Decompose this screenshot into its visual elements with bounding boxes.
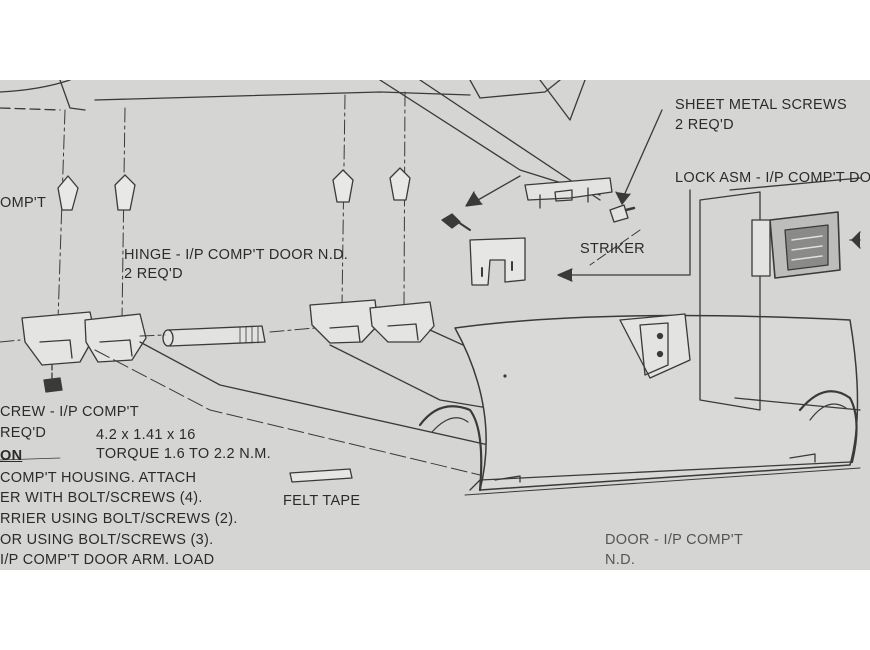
hinge-qty-label: 2 REQ'D xyxy=(124,266,183,282)
instruction-line-3: RRIER USING BOLT/SCREWS (2). xyxy=(0,511,238,527)
door-nd-label: N.D. xyxy=(605,552,636,568)
diagram-photo: SHEET METAL SCREWS 2 REQ'D LOCK ASM - I/… xyxy=(0,80,870,570)
felt-tape-label: FELT TAPE xyxy=(283,493,361,509)
striker-label: STRIKER xyxy=(580,241,645,257)
door-label: DOOR - I/P COMP'T xyxy=(605,532,744,548)
torque-label: TORQUE 1.6 TO 2.2 N.M. xyxy=(96,446,272,462)
instruction-line-4: OR USING BOLT/SCREWS (3). xyxy=(0,532,214,548)
hinge-label: HINGE - I/P COMP'T DOOR N.D. xyxy=(124,247,349,263)
exploded-view-drawing xyxy=(0,80,861,496)
sheet-metal-screws-label: SHEET METAL SCREWS xyxy=(675,97,847,113)
screw-qty-label: REQ'D xyxy=(0,425,47,441)
sheet-metal-screws-qty: 2 REQ'D xyxy=(675,117,734,133)
instructions-heading: ON xyxy=(0,448,23,464)
screw-spec-label: 4.2 x 1.41 x 16 xyxy=(96,427,196,443)
instruction-line-1: COMP'T HOUSING. ATTACH xyxy=(0,470,197,486)
comp-t-fragment-label: OMP'T xyxy=(0,195,47,211)
instruction-line-2: ER WITH BOLT/SCREWS (4). xyxy=(0,490,203,506)
instruction-line-5: I/P COMP'T DOOR ARM. LOAD xyxy=(0,552,215,568)
lock-asm-label: LOCK ASM - I/P COMP'T DO xyxy=(675,170,870,186)
screw-label: CREW - I/P COMP'T xyxy=(0,404,139,420)
